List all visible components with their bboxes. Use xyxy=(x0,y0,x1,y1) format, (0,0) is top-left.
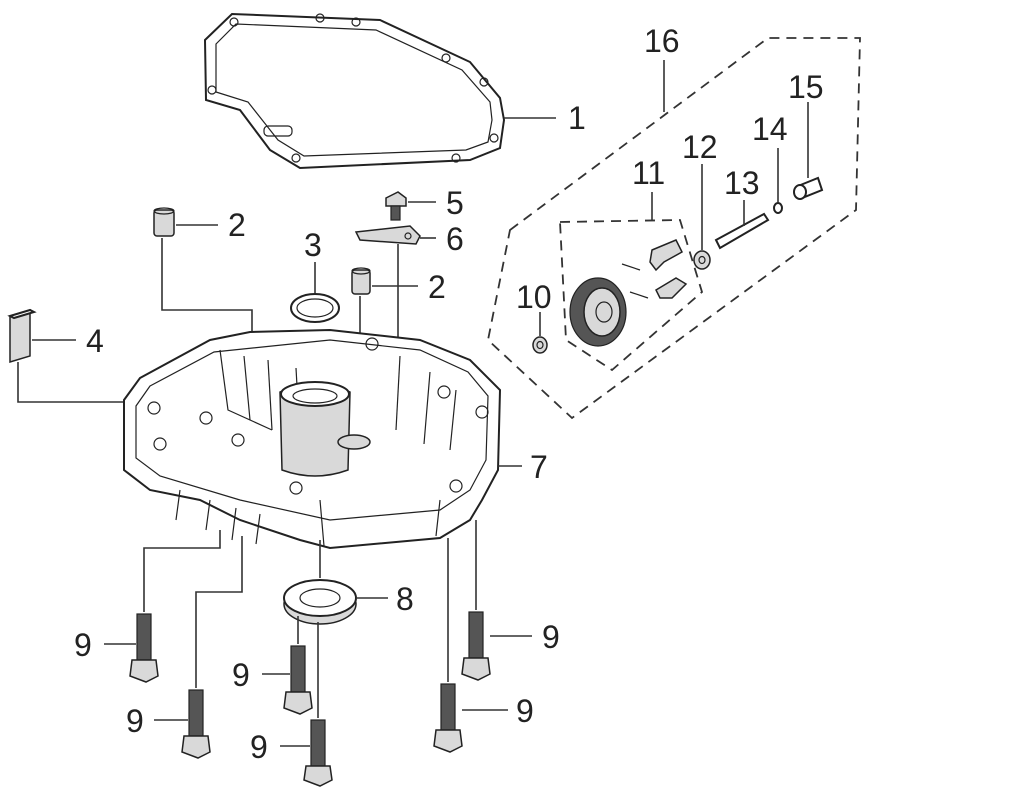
o-ring-part-3 xyxy=(290,293,340,323)
pump-gear-part-11 xyxy=(569,239,688,347)
callout-15: 15 xyxy=(788,69,824,105)
callout-2-right: 2 xyxy=(428,269,446,305)
bolt-part-9-f xyxy=(433,683,463,753)
gasket-part-1 xyxy=(203,12,506,170)
callout-1: 1 xyxy=(568,100,586,136)
callout-13: 13 xyxy=(724,165,760,201)
callout-7: 7 xyxy=(530,449,548,485)
callout-5: 5 xyxy=(446,185,464,221)
bolt-part-9-d xyxy=(303,719,333,787)
callout-9-e: 9 xyxy=(542,619,560,655)
callout-12: 12 xyxy=(682,129,718,165)
filter-pad-part-4 xyxy=(7,308,37,364)
callout-11: 11 xyxy=(632,155,665,191)
callout-8: 8 xyxy=(396,581,414,617)
callout-9-a: 9 xyxy=(74,627,92,663)
washer-part-10 xyxy=(532,336,548,354)
bolt-part-9-c xyxy=(283,645,313,715)
bracket-part-6 xyxy=(354,225,421,245)
washer-part-12 xyxy=(693,250,711,270)
callout-9-d: 9 xyxy=(250,729,268,765)
bolt-part-9-b xyxy=(181,689,211,759)
washer-part-14 xyxy=(773,202,783,214)
bolt-part-9-e xyxy=(461,611,491,681)
bolt-part-5 xyxy=(385,191,407,221)
bushing-part-15 xyxy=(793,176,824,200)
callout-16: 16 xyxy=(644,23,680,59)
assembly-outline-16 xyxy=(487,37,861,420)
callout-9-c: 9 xyxy=(232,657,250,693)
dowel-pin-part-2-left xyxy=(153,207,175,237)
callout-9-b: 9 xyxy=(126,703,144,739)
callout-3: 3 xyxy=(304,227,322,263)
callout-14: 14 xyxy=(752,111,788,147)
callout-9-f: 9 xyxy=(516,693,534,729)
dowel-pin-part-2-right xyxy=(351,267,371,295)
crankcase-cover-part-7 xyxy=(123,328,502,550)
shaft-part-13 xyxy=(714,212,770,250)
callout-2-left: 2 xyxy=(228,207,246,243)
callout-6: 6 xyxy=(446,221,464,257)
callout-4: 4 xyxy=(86,323,104,359)
callout-10: 10 xyxy=(516,279,552,315)
bolt-part-9-a xyxy=(129,613,159,683)
oil-seal-part-8 xyxy=(283,579,357,625)
